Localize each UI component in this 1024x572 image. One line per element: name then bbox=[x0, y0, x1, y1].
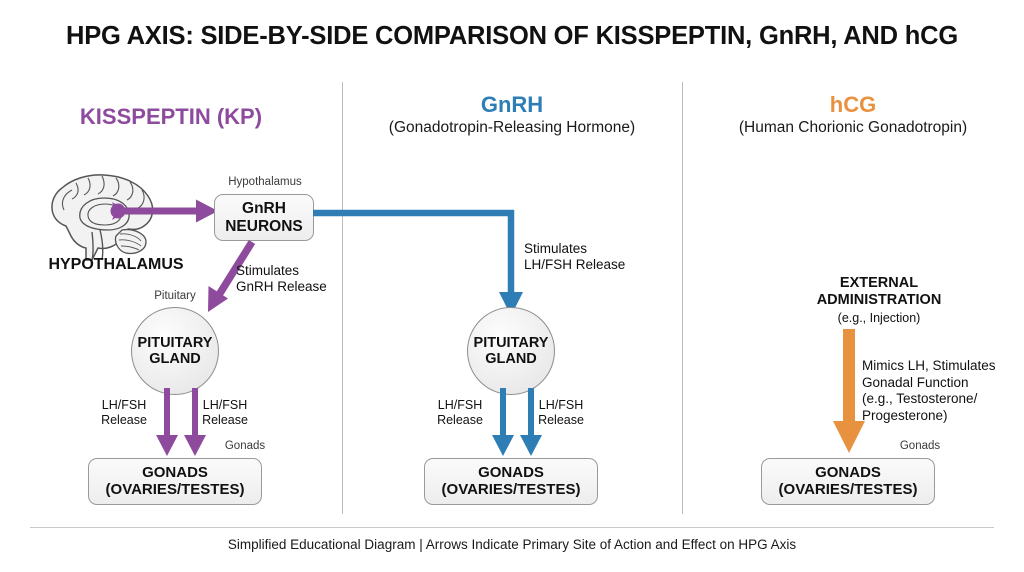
node-pituitary-gnrh-line2: GLAND bbox=[485, 351, 537, 367]
brain-label-hypothalamus: HYPOTHALAMUS bbox=[48, 256, 184, 273]
caption-gonads-kp: Gonads bbox=[224, 440, 266, 452]
hcg-source-line1: EXTERNAL bbox=[839, 275, 919, 291]
node-gonads-gnrh-line2: (OVARIES/TESTES) bbox=[441, 480, 581, 498]
kp-annot-stimulates: Stimulates GnRH Release bbox=[236, 263, 327, 295]
node-gnrh-neurons: GnRH NEURONS bbox=[214, 194, 314, 241]
column-subtitle-hcg: (Human Chorionic Gonadotropin) bbox=[738, 119, 968, 136]
hcg-source-sub: (e.g., Injection) bbox=[837, 311, 921, 325]
hcg-annot-effect-line2: Gonadal Function bbox=[862, 374, 969, 390]
node-pituitary-gland-gnrh: PITUITARY GLAND bbox=[467, 307, 555, 395]
node-gnrh-neurons-line1: GnRH bbox=[242, 200, 286, 218]
column-subtitle-gnrh: (Gonadotropin-Releasing Hormone) bbox=[388, 119, 636, 136]
gnrh-annot-lhfsh-left: LH/FSH Release bbox=[429, 398, 491, 428]
kp-annot-lhfsh-left: LH/FSH Release bbox=[93, 398, 155, 428]
node-pituitary-gland-kp: PITUITARY GLAND bbox=[131, 307, 219, 395]
kp-annot-lhfsh-left-line2: Release bbox=[101, 413, 147, 427]
node-gonads-kp-line2: (OVARIES/TESTES) bbox=[105, 480, 245, 498]
kp-annot-lhfsh-left-line1: LH/FSH bbox=[101, 398, 147, 412]
caption-pituitary-kp: Pituitary bbox=[154, 290, 196, 302]
kp-annot-stimulates-line2: GnRH Release bbox=[236, 278, 327, 294]
footer-caption: Simplified Educational Diagram | Arrows … bbox=[227, 537, 797, 552]
node-gonads-gnrh: GONADS (OVARIES/TESTES) bbox=[424, 458, 598, 505]
column-divider-1 bbox=[342, 82, 343, 514]
node-gnrh-neurons-line2: NEURONS bbox=[225, 217, 303, 235]
hcg-annot-effect-line4: Progesterone) bbox=[862, 408, 948, 424]
kp-annot-lhfsh-right-line2: Release bbox=[202, 413, 248, 427]
page-title: HPG AXIS: SIDE-BY-SIDE COMPARISON OF KIS… bbox=[66, 22, 958, 50]
caption-gonads-hcg: Gonads bbox=[899, 440, 941, 452]
gnrh-arrows-lhfsh bbox=[491, 388, 547, 465]
gnrh-annot-lhfsh-right: LH/FSH Release bbox=[529, 398, 593, 428]
hcg-source-line2: ADMINISTRATION bbox=[816, 291, 942, 308]
gnrh-annot-lhfsh-left-line1: LH/FSH bbox=[437, 398, 483, 412]
hcg-source-label: EXTERNAL ADMINISTRATION bbox=[757, 275, 1001, 309]
node-gonads-hcg: GONADS (OVARIES/TESTES) bbox=[761, 458, 935, 505]
kp-annot-stimulates-line1: Stimulates bbox=[236, 263, 300, 278]
gnrh-annot-stimulates: Stimulates LH/FSH Release bbox=[524, 241, 625, 273]
caption-hypothalamus-kp: Hypothalamus bbox=[228, 176, 302, 188]
column-title-gnrh: GnRH bbox=[480, 92, 544, 117]
gnrh-annot-lhfsh-right-line2: Release bbox=[538, 413, 584, 427]
hcg-arrow-to-gonads bbox=[832, 329, 868, 462]
kp-annot-lhfsh-right: LH/FSH Release bbox=[193, 398, 257, 428]
node-gonads-hcg-line1: GONADS bbox=[815, 463, 881, 481]
kp-annot-lhfsh-right-line1: LH/FSH bbox=[202, 398, 248, 412]
kp-arrow-brain-to-gnrh bbox=[86, 196, 222, 231]
column-title-hcg: hCG bbox=[829, 92, 877, 117]
node-gonads-gnrh-line1: GONADS bbox=[478, 463, 544, 481]
column-title-kisspeptin: KISSPEPTIN (KP) bbox=[79, 104, 263, 129]
node-gonads-kp: GONADS (OVARIES/TESTES) bbox=[88, 458, 262, 505]
node-gonads-hcg-line2: (OVARIES/TESTES) bbox=[778, 480, 918, 498]
kp-arrows-lhfsh bbox=[155, 388, 211, 465]
gnrh-annot-lhfsh-left-line2: Release bbox=[437, 413, 483, 427]
hcg-annot-effect: Mimics LH, Stimulates Gonadal Function (… bbox=[862, 358, 996, 425]
hcg-annot-effect-line1: Mimics LH, Stimulates bbox=[862, 358, 996, 373]
gnrh-annot-lhfsh-right-line1: LH/FSH bbox=[538, 398, 584, 412]
node-pituitary-kp-line1: PITUITARY bbox=[137, 334, 213, 351]
kp-arrow-gnrh-to-pituitary bbox=[184, 238, 264, 319]
node-pituitary-kp-line2: GLAND bbox=[149, 351, 201, 367]
gnrh-annot-stimulates-line1: Stimulates bbox=[524, 241, 588, 256]
gnrh-annot-stimulates-line2: LH/FSH Release bbox=[524, 256, 626, 272]
hcg-annot-effect-line3: (e.g., Testosterone/ bbox=[862, 391, 978, 407]
node-pituitary-gnrh-line1: PITUITARY bbox=[473, 334, 549, 351]
gnrh-connector-arrow bbox=[313, 206, 539, 331]
footer-divider bbox=[30, 527, 994, 528]
node-gonads-kp-line1: GONADS bbox=[142, 463, 208, 481]
column-divider-2 bbox=[682, 82, 683, 514]
